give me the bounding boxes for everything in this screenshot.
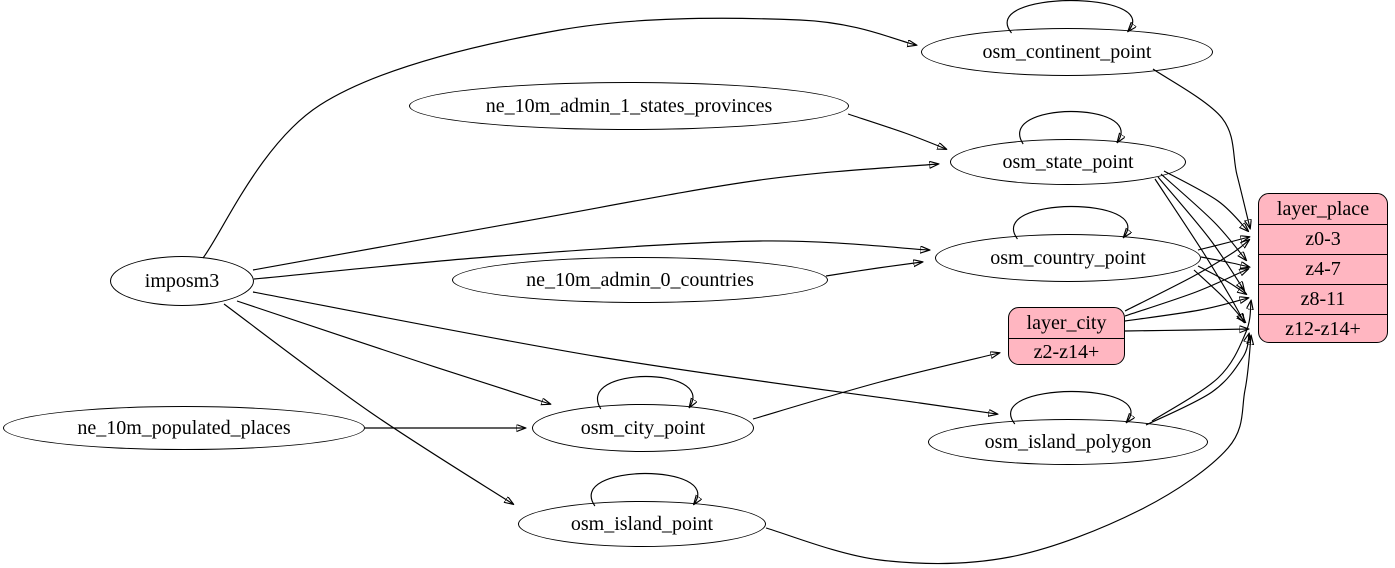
node-label: osm_island_polygon <box>984 430 1152 453</box>
node-label: osm_island_point <box>570 512 714 535</box>
edge-layer_city-layer_place-z12-z14+ <box>1124 329 1248 331</box>
edge-osm_country_point-layer_place-z0-3 <box>1197 237 1249 251</box>
node-ne_10m_admin_1_states_provinces: ne_10m_admin_1_states_provinces <box>409 82 849 130</box>
record-row-layer_place-0: z0-3 <box>1259 224 1387 254</box>
node-osm_state_point: osm_state_point <box>950 139 1186 185</box>
edge-imposm3-osm_island_point <box>223 303 513 504</box>
edge-osm_continent_point-layer_place-z0-3 <box>1152 68 1250 228</box>
edge-osm_state_point-layer_place-z0-3 <box>1163 170 1248 231</box>
record-row-layer_place-1: z4-7 <box>1259 254 1387 284</box>
edge-imposm3-osm_continent_point <box>202 17 916 259</box>
node-label: ne_10m_admin_1_states_provinces <box>485 94 773 117</box>
edge-ne_10m_admin_1_states_provinces-osm_state_point <box>847 113 946 149</box>
node-label: ne_10m_admin_0_countries <box>526 268 754 291</box>
edge-imposm3-osm_state_point <box>252 164 938 271</box>
node-osm_island_polygon: osm_island_polygon <box>928 419 1208 465</box>
edge-imposm3-osm_island_polygon <box>252 291 997 414</box>
node-label: ne_10m_populated_places <box>77 416 291 439</box>
edge-osm_country_point-layer_place-z12-z14+ <box>1193 269 1245 322</box>
node-label: imposm3 <box>144 269 220 292</box>
edge-layer_city-layer_place-z8-11 <box>1124 298 1248 322</box>
edge-osm_city_point-layer_city-z2-z14+ <box>752 353 999 420</box>
node-osm_city_point: osm_city_point <box>532 404 754 452</box>
node-osm_country_point: osm_country_point <box>935 234 1201 282</box>
node-osm_island_point: osm_island_point <box>518 501 766 547</box>
record-row-layer_city-0: z2-z14+ <box>1009 338 1124 364</box>
edge-osm_island_polygon-layer_place-z12-z14+ <box>1145 334 1249 426</box>
record-row-layer_place-3: z12-z14+ <box>1259 314 1387 342</box>
record-row-layer_place-2: z8-11 <box>1259 284 1387 314</box>
node-ne_10m_populated_places: ne_10m_populated_places <box>3 406 365 450</box>
record-header-layer_place: layer_place <box>1276 197 1370 220</box>
edge-osm_country_point-layer_place-z4-7 <box>1200 256 1249 267</box>
edge-osm_island_polygon-layer_place-z8-11 <box>1151 301 1251 422</box>
edge-imposm3-osm_city_point <box>236 300 550 404</box>
node-label: osm_continent_point <box>982 40 1152 63</box>
edge-osm_country_point-layer_place-z8-11 <box>1197 265 1246 294</box>
edge-ne_10m_admin_0_countries-osm_country_point <box>825 262 922 277</box>
node-layer_city: layer_city z2-z14+ <box>1008 307 1125 365</box>
node-imposm3: imposm3 <box>110 256 254 306</box>
node-label: osm_country_point <box>990 246 1146 269</box>
node-label: osm_city_point <box>580 416 706 439</box>
node-label: osm_state_point <box>1002 150 1134 173</box>
record-header-layer_city: layer_city <box>1026 311 1107 334</box>
node-osm_continent_point: osm_continent_point <box>921 28 1213 76</box>
node-ne_10m_admin_0_countries: ne_10m_admin_0_countries <box>452 257 828 303</box>
